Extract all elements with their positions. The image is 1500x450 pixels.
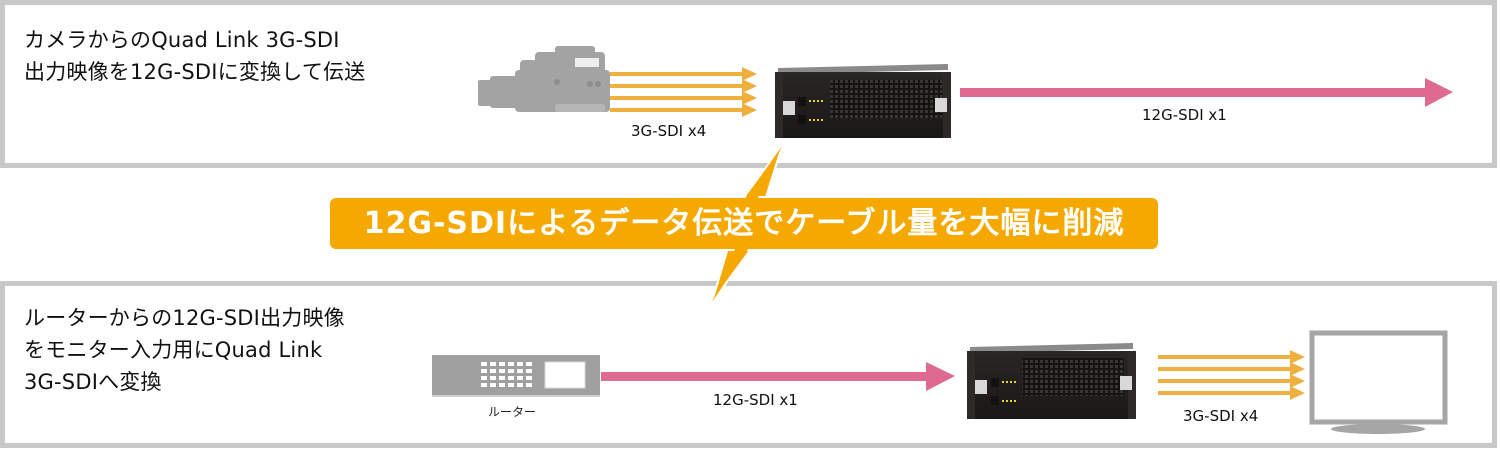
top-input-label: 3G-SDI x4 <box>631 122 707 140</box>
router-icon <box>432 355 600 397</box>
bottom-output-label: 3G-SDI x4 <box>1183 407 1259 425</box>
monitor-icon <box>1309 330 1448 434</box>
banner-text: 12G-SDIによるデータ伝送でケーブル量を大幅に削減 <box>363 206 1125 241</box>
bottom-panel <box>0 281 1497 448</box>
top-description: カメラからのQuad Link 3G-SDI 出力映像を12G-SDIに変換して… <box>24 28 366 84</box>
converter-rack-unit-icon <box>967 343 1136 419</box>
sdi-3g-arrow <box>610 91 757 105</box>
sdi-12g-arrow-top <box>960 78 1453 107</box>
sdi-3g-arrow <box>610 79 757 93</box>
highlight-banner: 12G-SDIによるデータ伝送でケーブル量を大幅に削減 <box>330 198 1158 249</box>
sdi-3g-arrow <box>1158 374 1305 388</box>
router-label: ルーター <box>488 405 537 419</box>
sdi-3g-arrows-bottom <box>1158 350 1305 400</box>
bottom-description: ルーターからの12G-SDI出力映像 をモニター入力用にQuad Link 3G… <box>24 306 345 394</box>
sdi-12g-arrow-bottom <box>601 362 955 391</box>
top-output-label: 12G-SDI x1 <box>1142 106 1227 124</box>
sdi-3g-arrow <box>610 103 757 117</box>
sdi-3g-arrows-top <box>610 67 757 117</box>
sdi-3g-arrow <box>1158 362 1305 376</box>
sdi-3g-arrow <box>610 67 757 81</box>
converter-rack-unit-icon <box>775 64 951 138</box>
sdi-3g-arrow <box>1158 350 1305 364</box>
video-camera-icon <box>478 46 610 112</box>
bottom-input-label: 12G-SDI x1 <box>713 391 798 409</box>
sdi-3g-arrow <box>1158 386 1305 400</box>
